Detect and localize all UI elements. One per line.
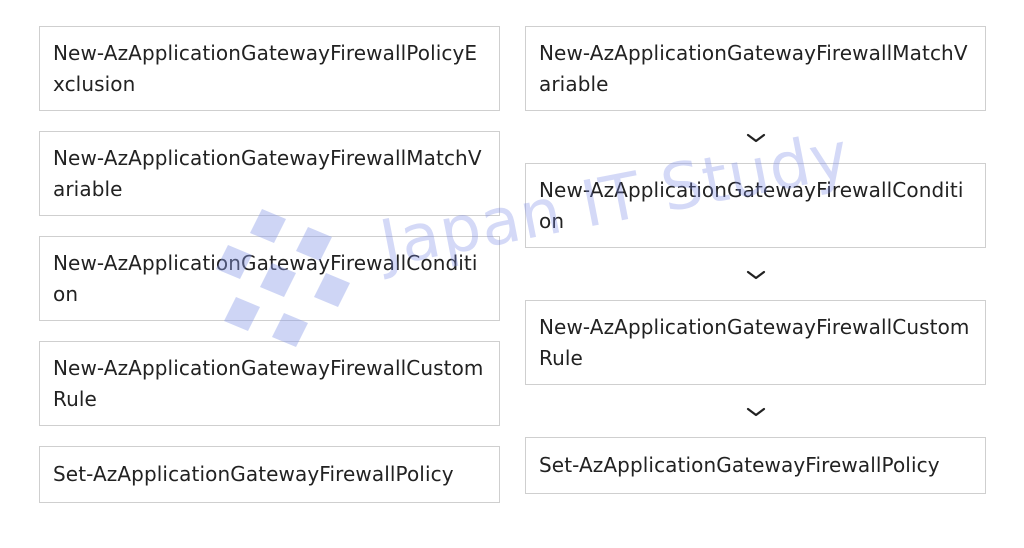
left-action-item[interactable]: Set-AzApplicationGatewayFirewallPolicy <box>39 446 500 503</box>
left-action-item[interactable]: New-AzApplicationGatewayFirewallConditio… <box>39 236 500 321</box>
right-answer-item[interactable]: New-AzApplicationGatewayFirewallCustomRu… <box>525 300 986 385</box>
chevron-down-icon <box>745 131 767 145</box>
right-answer-item[interactable]: New-AzApplicationGatewayFirewallMatchVar… <box>525 26 986 111</box>
left-action-item[interactable]: New-AzApplicationGatewayFirewallMatchVar… <box>39 131 500 216</box>
right-answer-item[interactable]: New-AzApplicationGatewayFirewallConditio… <box>525 163 986 248</box>
chevron-down-icon <box>745 268 767 282</box>
left-action-item[interactable]: New-AzApplicationGatewayFirewallPolicyEx… <box>39 26 500 111</box>
chevron-down-icon <box>745 405 767 419</box>
left-action-item[interactable]: New-AzApplicationGatewayFirewallCustomRu… <box>39 341 500 426</box>
right-answer-item[interactable]: Set-AzApplicationGatewayFirewallPolicy <box>525 437 986 494</box>
